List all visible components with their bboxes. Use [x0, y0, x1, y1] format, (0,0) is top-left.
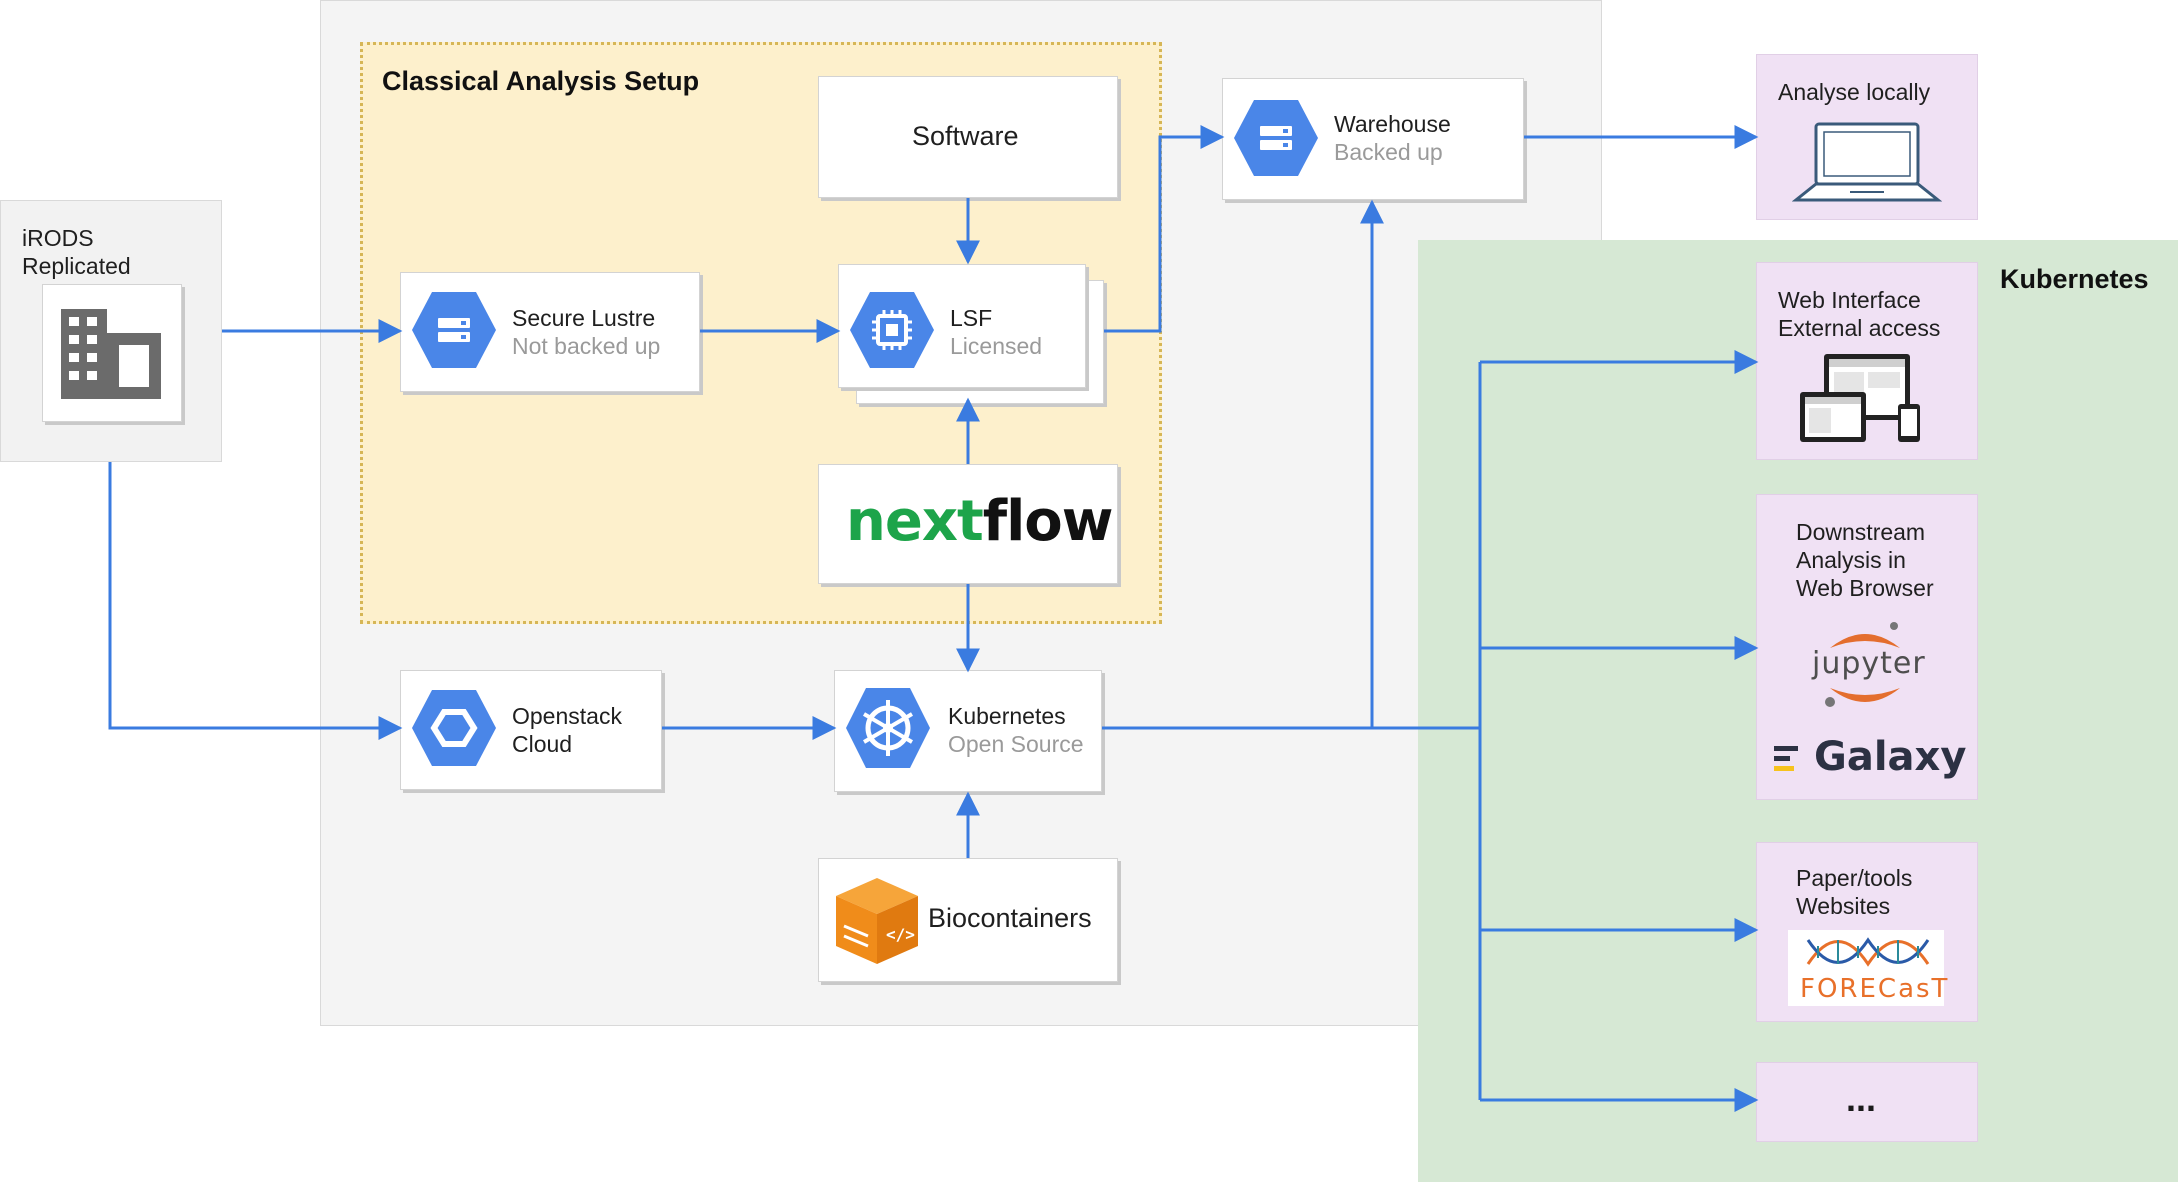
- biocontainers-label: Biocontainers: [928, 903, 1092, 933]
- irods-label-line1: iRODS: [22, 225, 94, 251]
- paper-tools-line2: Websites: [1796, 893, 1891, 919]
- paper-tools-line1: Paper/tools: [1796, 865, 1913, 891]
- laptop-icon: [1792, 122, 1942, 202]
- forecast-logo-helix: [1806, 937, 1930, 967]
- analyse-locally-label: Analyse locally: [1778, 79, 1931, 105]
- warehouse-title: Warehouse: [1334, 111, 1451, 137]
- secure-lustre-subtitle: Not backed up: [512, 333, 661, 359]
- svg-text:</>: </>: [886, 925, 915, 944]
- cloud-hex-icon: [412, 690, 496, 766]
- storage-icon: [412, 292, 496, 368]
- openstack-line2: Cloud: [512, 731, 573, 757]
- openstack-line1: Openstack: [512, 703, 622, 729]
- forecast-logo-text: FORECasT: [1800, 974, 1950, 1004]
- downstream-line2: Analysis in: [1796, 547, 1906, 573]
- storage-icon: [1234, 100, 1318, 176]
- nextflow-logo: nextflow: [846, 489, 1114, 554]
- nextflow-logo-part3: flow: [982, 489, 1114, 554]
- downstream-analysis-node[interactable]: [1756, 494, 1978, 800]
- more-label: ...: [1846, 1078, 1877, 1119]
- nextflow-node[interactable]: [818, 464, 1118, 584]
- forecast-logo: FORECasT: [1788, 930, 1947, 1006]
- galaxy-logo-mark: [1774, 746, 1798, 771]
- jupyter-logo-arcs: [1825, 622, 1900, 707]
- software-node[interactable]: [818, 76, 1118, 198]
- more-node[interactable]: [1756, 1062, 1978, 1142]
- secure-lustre-title: Secure Lustre: [512, 305, 656, 331]
- galaxy-logo-text: Galaxy: [1814, 734, 1967, 780]
- kubernetes-title: Kubernetes: [948, 703, 1066, 729]
- irods-label-line2: Replicated: [22, 253, 131, 279]
- building-icon: [61, 309, 161, 399]
- web-interface-line1: Web Interface: [1778, 287, 1921, 313]
- irods-icon-card: [42, 284, 182, 422]
- downstream-line3: Web Browser: [1796, 575, 1934, 601]
- jupyter-logo: jupyter: [1790, 618, 1940, 728]
- helm-icon: [846, 688, 930, 768]
- downstream-line1: Downstream: [1796, 519, 1926, 545]
- cpu-icon: [850, 292, 934, 368]
- web-interface-line2: External access: [1778, 315, 1941, 341]
- warehouse-subtitle: Backed up: [1334, 139, 1443, 165]
- jupyter-logo-text: jupyter: [1812, 646, 1926, 681]
- nextflow-logo-part1: nex: [846, 489, 958, 554]
- lsf-subtitle: Licensed: [950, 333, 1043, 359]
- kubernetes-subtitle: Open Source: [948, 731, 1084, 757]
- software-label: Software: [912, 121, 1019, 151]
- kubernetes-region-title: Kubernetes: [2000, 264, 2149, 294]
- classical-analysis-setup-title: Classical Analysis Setup: [382, 66, 700, 96]
- nextflow-logo-part2: t: [956, 489, 984, 554]
- lsf-title: LSF: [950, 305, 993, 331]
- galaxy-logo: Galaxy: [1774, 734, 1967, 784]
- devices-icon: [1800, 354, 1920, 442]
- box-icon: </>: [836, 878, 918, 964]
